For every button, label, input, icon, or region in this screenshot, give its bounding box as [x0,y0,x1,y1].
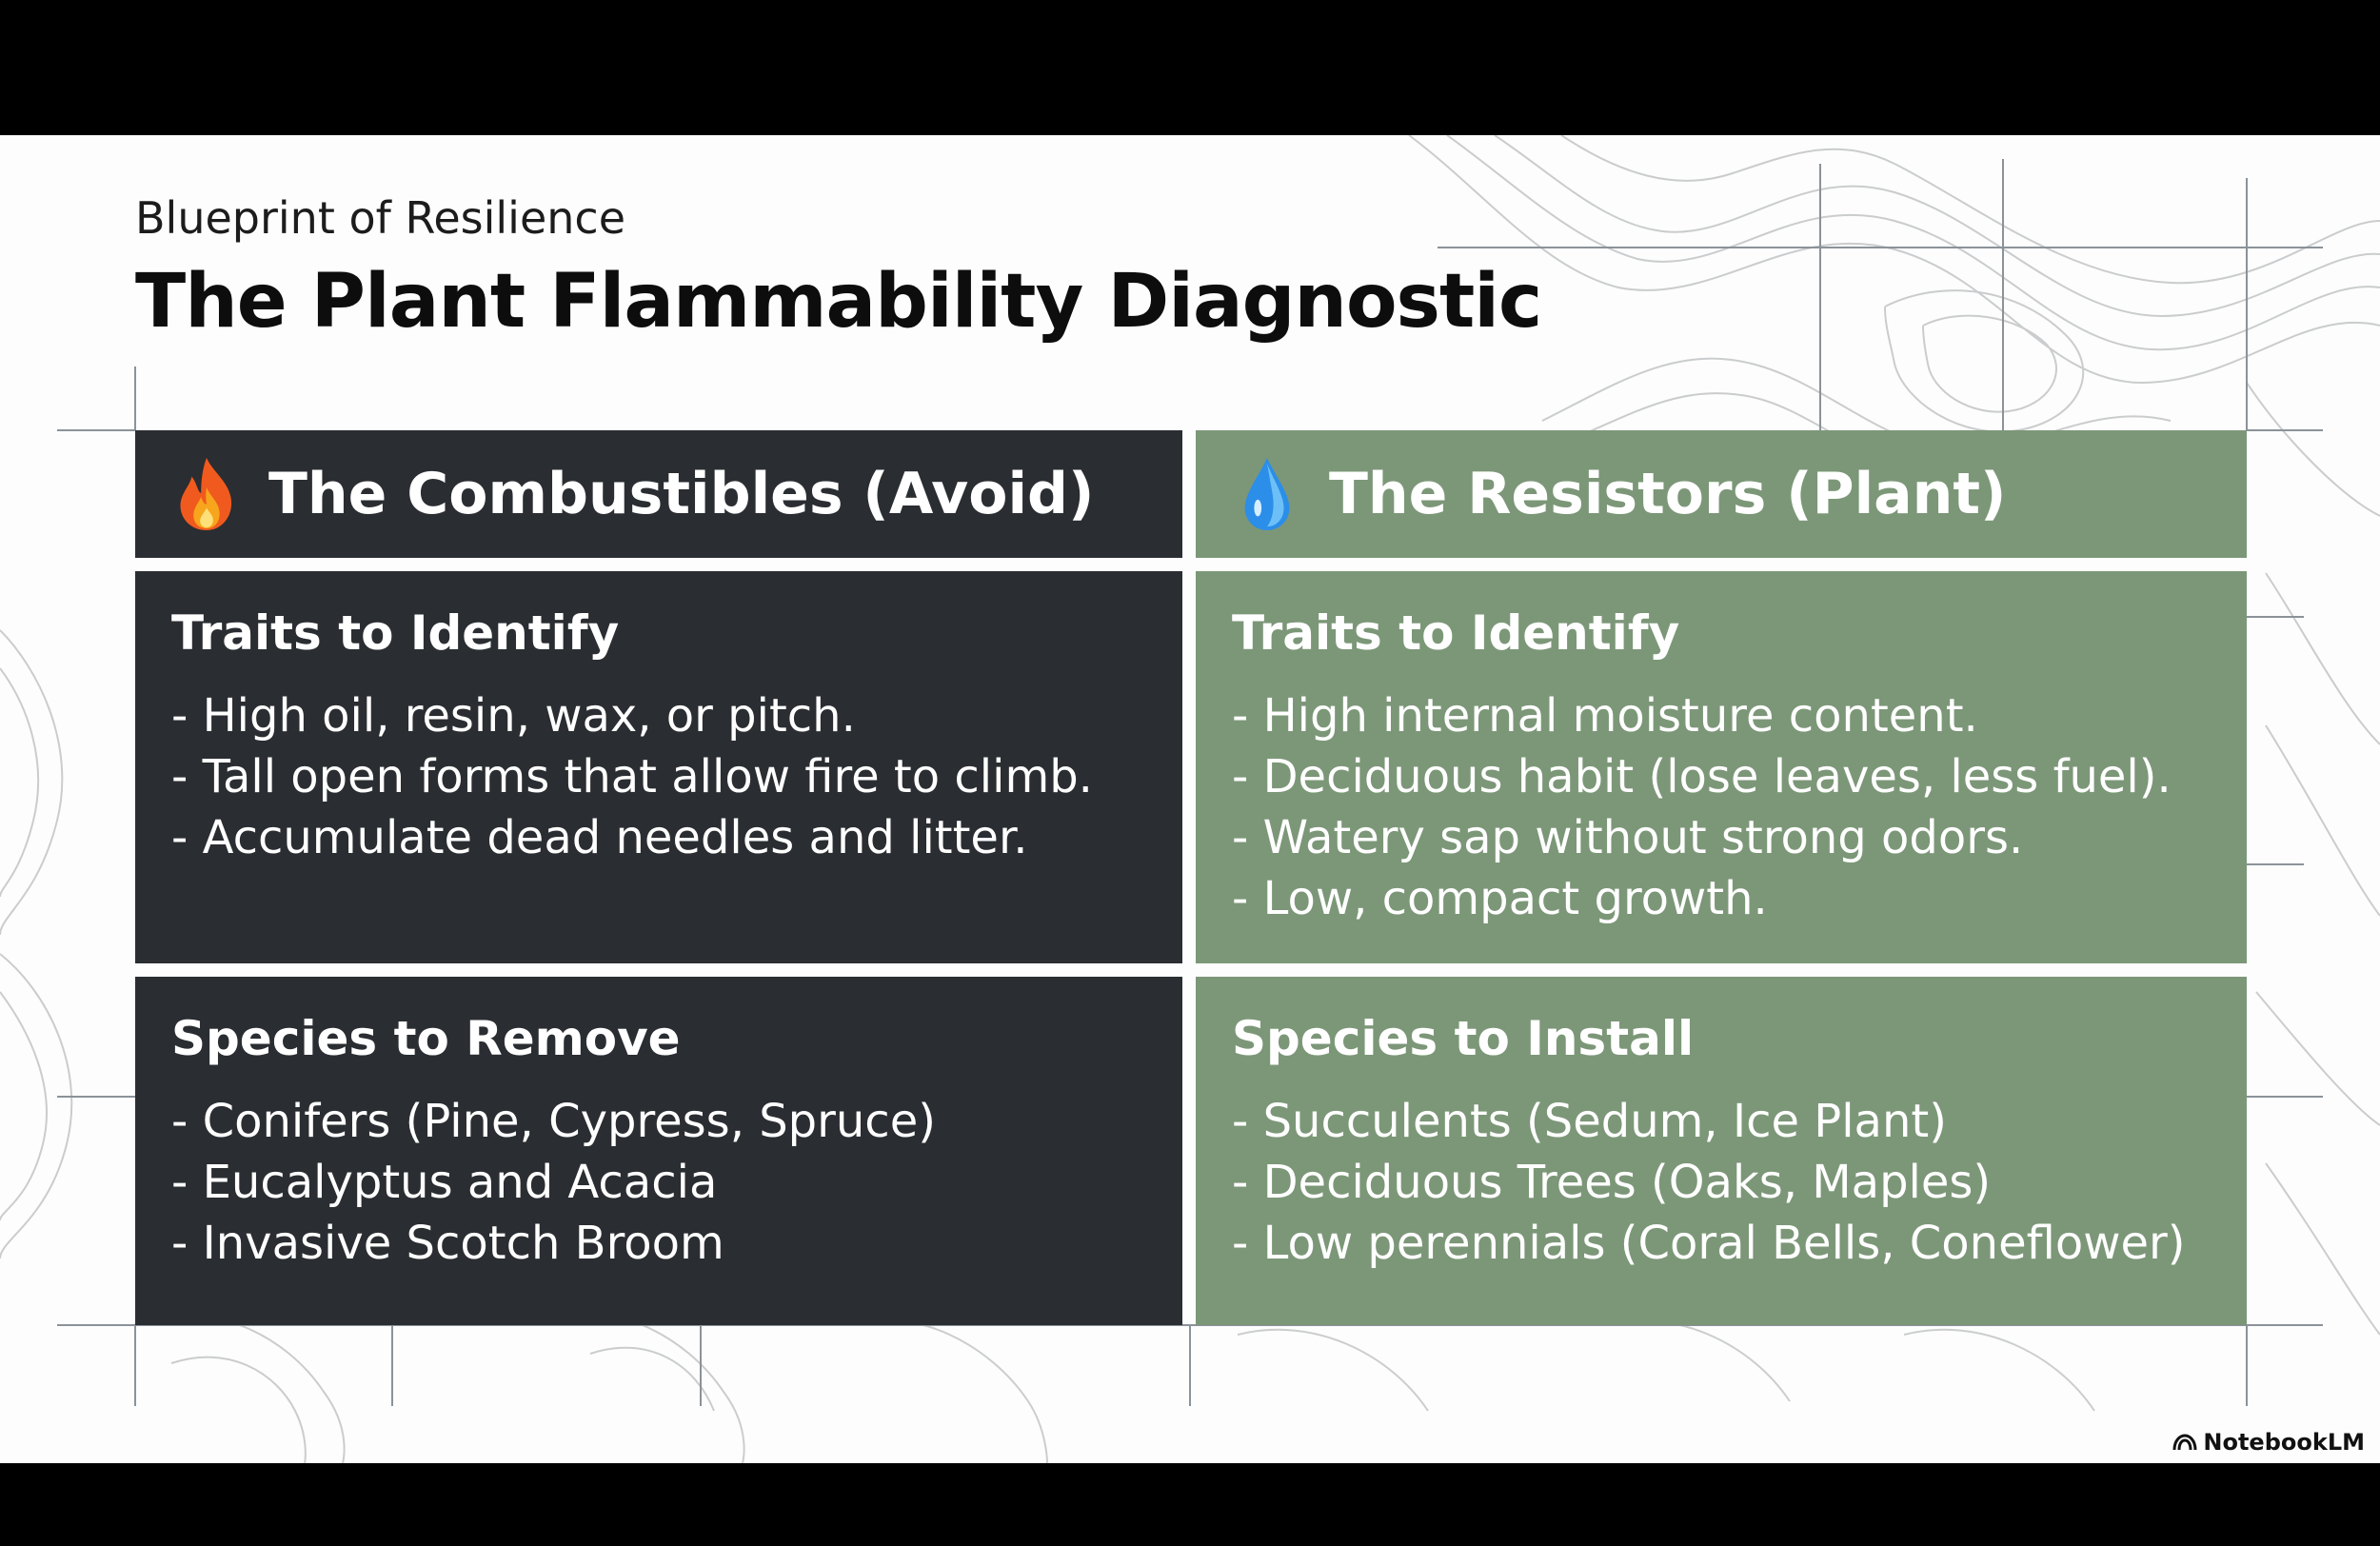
combustibles-species-panel: Species to Remove - Conifers (Pine, Cypr… [135,977,1182,1325]
list-item: - Deciduous habit (lose leaves, less fue… [1232,750,2172,803]
list-item: - Low perennials (Coral Bells, Coneflowe… [1232,1217,2186,1270]
brand-label: NotebookLM [2203,1429,2365,1456]
resistors-header: The Resistors (Plant) [1196,430,2247,558]
list-item: - Conifers (Pine, Cypress, Spruce) [171,1095,936,1148]
list-item: - Succulents (Sedum, Ice Plant) [1232,1095,1947,1148]
list-item: - Low, compact growth. [1232,872,1768,925]
list-item: - High oil, resin, wax, or pitch. [171,689,856,743]
water-drop-icon [1244,457,1290,531]
resistors-species-panel: Species to Install - Succulents (Sedum, … [1196,977,2247,1325]
slide-subtitle: Blueprint of Resilience [135,192,626,244]
diagnostic-grid: The Combustibles (Avoid) The Resistors (… [135,430,2247,1460]
resistors-traits-heading: Traits to Identify [1232,605,1680,661]
species-to-install-heading: Species to Install [1232,1011,1695,1066]
list-item: - Invasive Scotch Broom [171,1217,724,1270]
resistors-header-label: The Resistors (Plant) [1329,461,2007,527]
species-to-remove-heading: Species to Remove [171,1011,681,1066]
list-item: - Deciduous Trees (Oaks, Maples) [1232,1156,1992,1209]
list-item: - High internal moisture content. [1232,689,1978,743]
combustibles-traits-panel: Traits to Identify - High oil, resin, wa… [135,571,1182,963]
list-item: - Accumulate dead needles and litter. [171,811,1028,864]
list-item: - Watery sap without strong odors. [1232,811,2024,864]
combustibles-traits-heading: Traits to Identify [171,605,620,661]
notebooklm-brand: NotebookLM [2172,1429,2365,1456]
notebooklm-logo-icon [2172,1434,2197,1451]
resistors-traits-panel: Traits to Identify - High internal moist… [1196,571,2247,963]
slide: Blueprint of Resilience The Plant Flamma… [0,135,2380,1463]
list-item: - Tall open forms that allow fire to cli… [171,750,1093,803]
fire-icon [180,457,232,531]
list-item: - Eucalyptus and Acacia [171,1156,718,1209]
combustibles-header-label: The Combustibles (Avoid) [268,461,1095,527]
slide-title: The Plant Flammability Diagnostic [135,259,1542,345]
topographic-background [0,135,2380,1463]
combustibles-header: The Combustibles (Avoid) [135,430,1182,558]
